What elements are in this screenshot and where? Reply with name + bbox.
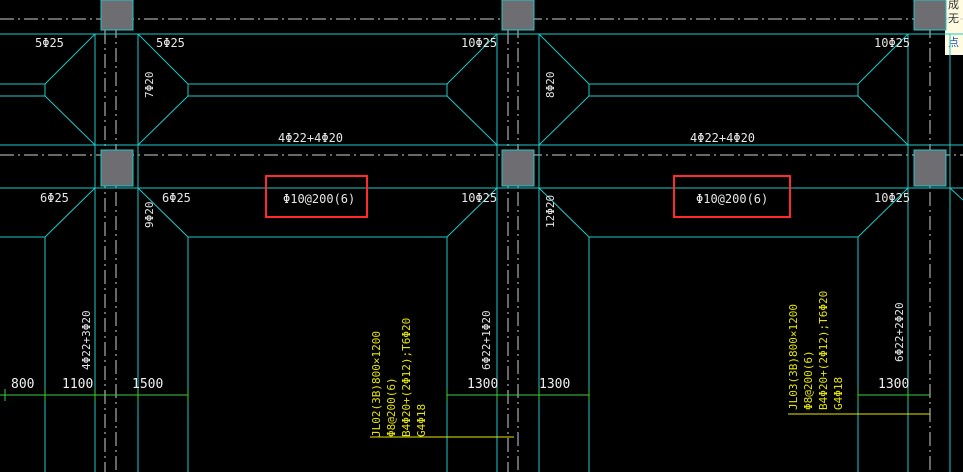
vertical-label-6: 6Φ22+1Φ20: [480, 310, 493, 370]
column-2[interactable]: [501, 0, 535, 31]
callout-2-line-3: B4Φ20+(2Φ12);T6Φ20: [817, 291, 830, 410]
callout-2-line-2: Φ8@200(6): [802, 350, 815, 410]
vertical-label-2: 8Φ20: [544, 72, 557, 99]
highlight-box-1[interactable]: [265, 175, 368, 218]
top-rebar-labels: 5Φ25 5Φ25 10Φ25 10Φ25: [35, 36, 910, 50]
column-1[interactable]: [100, 0, 134, 31]
dimension-1100: 1100: [62, 377, 93, 392]
bottom-rebar-labels: 6Φ25 6Φ25 10Φ25 10Φ25: [40, 191, 910, 205]
dimension-800: 800: [11, 377, 34, 392]
tooltip-char-2: 无: [948, 12, 959, 25]
stirrup-label-1: Φ10@200(6): [283, 192, 355, 206]
tooltip-char-1: 成: [948, 0, 959, 11]
dimension-1300-a: 1300: [467, 377, 498, 392]
callout-2-line-1: JL03(3B)800×1200: [787, 304, 800, 410]
callout-1-line-3: B4Φ20+(2Φ12);T6Φ20: [400, 318, 413, 437]
dimension-line: 800 1100 1500 1300 1300 1300: [0, 377, 930, 401]
top-label-1: 5Φ25: [35, 36, 64, 50]
highlight-box-2[interactable]: [673, 175, 791, 218]
dimension-1300-c: 1300: [878, 377, 909, 392]
top-label-2: 5Φ25: [156, 36, 185, 50]
bottom-label-4: 10Φ25: [874, 191, 910, 205]
column-4[interactable]: [100, 149, 134, 187]
top-label-4: 10Φ25: [874, 36, 910, 50]
tooltip-fragment: 成 无 点: [945, 0, 963, 55]
callout-1-line-4: G4Φ18: [415, 404, 428, 437]
bottom-label-1: 6Φ25: [40, 191, 69, 205]
vertical-label-7: 6Φ22+2Φ20: [893, 302, 906, 362]
stirrup-label-2: Φ10@200(6): [696, 192, 768, 206]
mid-label-2: 4Φ22+4Φ20: [690, 131, 755, 145]
vertical-rebar-labels: 7Φ20 8Φ20 9Φ20 12Φ20 4Φ22+3Φ20 6Φ22+1Φ20…: [80, 72, 906, 371]
callout-1-line-2: Φ8@200(6): [385, 377, 398, 437]
stirrup-labels: Φ10@200(6) Φ10@200(6): [265, 175, 791, 218]
callout-1-line-1: JL02(3B)800×1200: [370, 331, 383, 437]
column-3[interactable]: [913, 0, 947, 31]
tooltip-char-3: 点: [948, 36, 959, 49]
vertical-label-5: 4Φ22+3Φ20: [80, 310, 93, 370]
bottom-label-2: 6Φ25: [162, 191, 191, 205]
beam-callout-jl02: JL02(3B)800×1200 Φ8@200(6) B4Φ20+(2Φ12);…: [370, 318, 514, 438]
bottom-label-3: 10Φ25: [461, 191, 497, 205]
vertical-label-4: 12Φ20: [544, 195, 557, 228]
column-5[interactable]: [501, 149, 535, 187]
beam-callout-jl03: JL03(3B)800×1200 Φ8@200(6) B4Φ20+(2Φ12);…: [787, 291, 930, 415]
mid-label-1: 4Φ22+4Φ20: [278, 131, 343, 145]
dimension-1300-b: 1300: [539, 377, 570, 392]
mid-rebar-labels: 4Φ22+4Φ20 4Φ22+4Φ20: [278, 131, 755, 145]
callout-2-line-4: G4Φ18: [832, 377, 845, 410]
top-label-3: 10Φ25: [461, 36, 497, 50]
dimension-1500: 1500: [132, 377, 163, 392]
vertical-label-1: 7Φ20: [143, 72, 156, 99]
vertical-label-3: 9Φ20: [143, 202, 156, 229]
column-6[interactable]: [913, 149, 947, 187]
columns: [100, 0, 947, 187]
